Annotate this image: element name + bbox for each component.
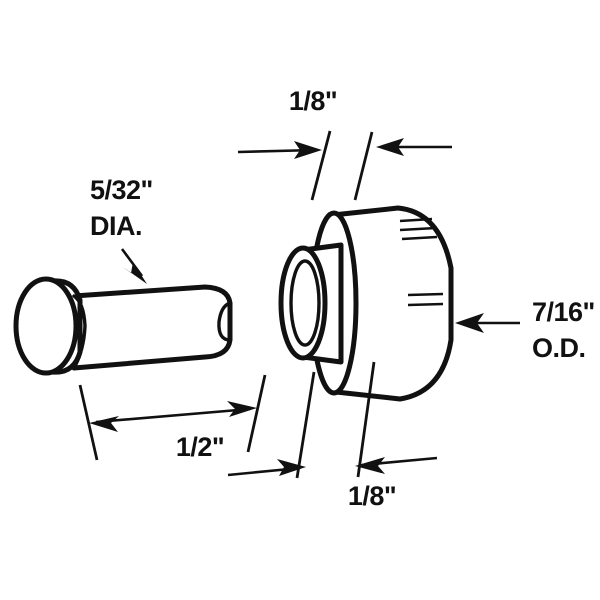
ext-line-length-right [246,374,267,453]
arrow-head-length-right [227,401,257,417]
arrow-head-top-right [376,138,404,156]
arrow-head-shaft-diameter [123,262,147,284]
pin-head-shoulder-seam [72,294,87,370]
arrow-head-bottom-left [277,459,306,476]
dimension-label-outer-diameter-line2: O.D. [532,333,586,363]
ext-line-top-left [310,130,332,201]
arrow-head-top-left [294,141,322,159]
dimension-shaft-length: 1/2" [78,374,267,462]
arrow-head-outer-diameter [455,313,484,333]
dim-line-shaft-length [95,407,251,424]
arrow-head-length-left [89,416,119,432]
pin-head-face [13,276,79,376]
dimension-outer-diameter: 7/16" O.D. [455,297,595,363]
arrow-head-bottom-right [355,457,385,474]
dimension-label-bottom-thickness: 1/8" [348,481,396,511]
dimension-label-outer-diameter-line1: 7/16" [532,297,595,327]
pin-shaft-outline [71,284,233,371]
dimension-label-shaft-length: 1/2" [176,432,224,462]
ext-line-bottom-left [295,371,316,479]
dimension-top-thickness: 1/8" [237,86,452,201]
dimension-bottom-thickness: 1/8" [227,361,438,511]
dimension-shaft-diameter: 5/32" DIA. [90,175,153,284]
bushing-bore-inner [289,259,321,347]
flange-hatch-upper [399,217,438,241]
ext-line-length-left [78,384,99,461]
pin-shaft-end-cap [217,301,232,342]
dimension-label-shaft-diameter-line1: 5/32" [90,175,153,205]
ext-line-top-right [353,131,374,201]
pin-part [13,276,233,376]
flange-hatch-lower [407,292,444,307]
dimension-label-top-thickness: 1/8" [289,86,337,116]
bushing-part [278,205,454,402]
dimension-label-shaft-diameter-line2: DIA. [90,211,142,241]
ext-line-bottom-right [356,361,376,478]
